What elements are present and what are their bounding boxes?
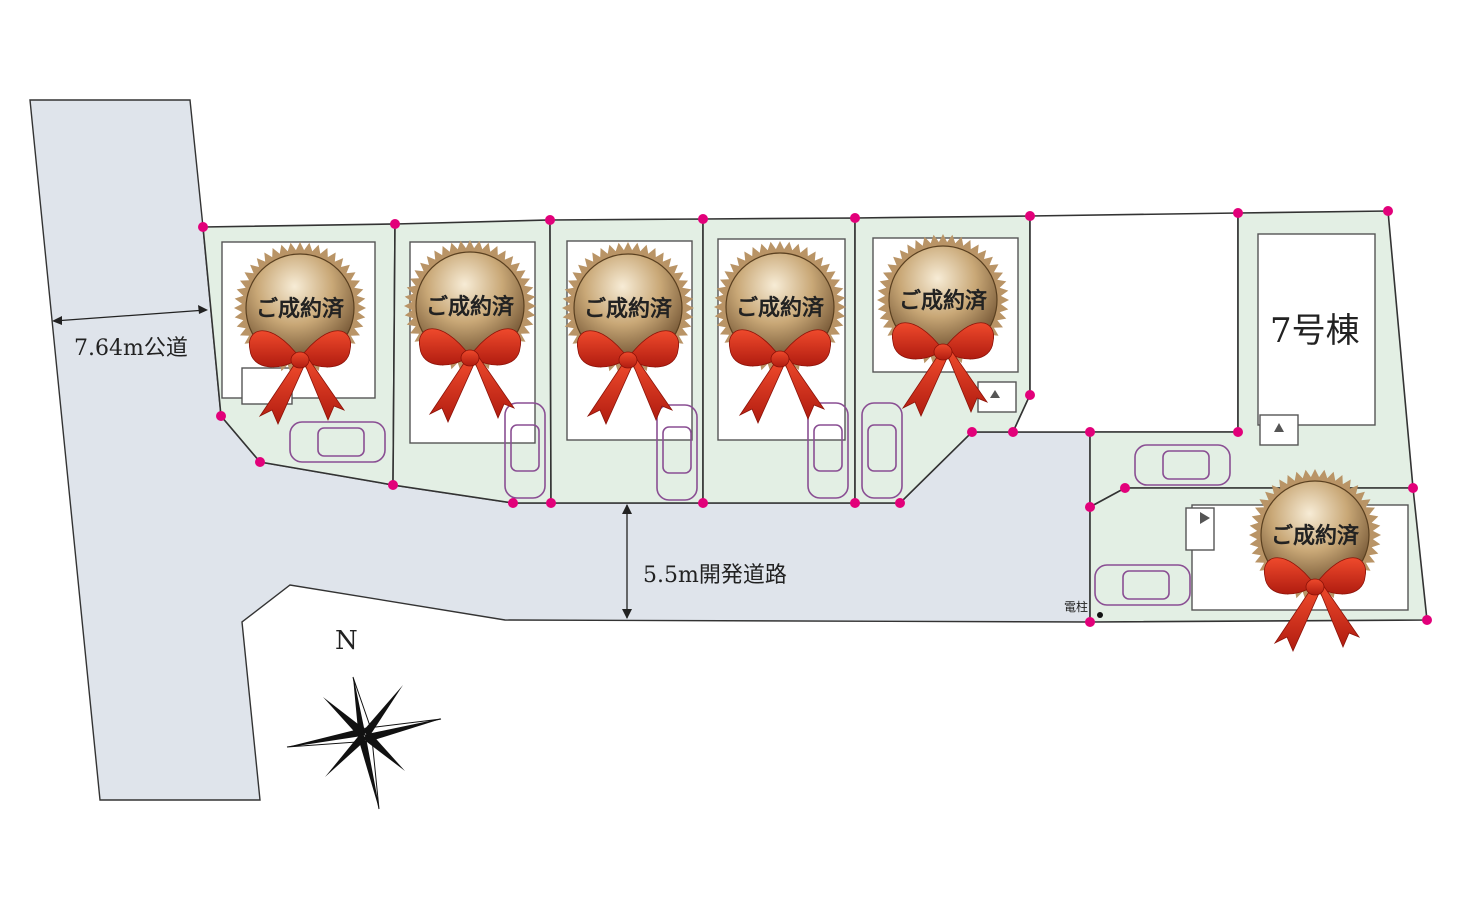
lot-6-blank — [1011, 212, 1239, 433]
boundary-marker — [1422, 615, 1432, 625]
sold-badges: ご成約済ご成約済ご成約済ご成約済ご成約済ご成約済 — [234, 234, 1381, 652]
car-icon — [289, 421, 386, 463]
entrance-arrow-icon — [1274, 423, 1284, 432]
boundary-marker — [198, 222, 208, 232]
sold-badge: ご成約済 — [877, 234, 1009, 417]
entrance-arrow-icon — [990, 390, 1000, 398]
boundary-marker — [508, 498, 518, 508]
boundary-marker — [546, 498, 556, 508]
sold-label: ご成約済 — [1271, 523, 1360, 549]
boundary-marker — [1120, 483, 1130, 493]
boundary-marker — [1085, 617, 1095, 627]
boundary-marker — [1025, 390, 1035, 400]
boundary-marker — [255, 457, 265, 467]
boundary-marker — [698, 214, 708, 224]
boundary-marker — [1025, 211, 1035, 221]
utility-pole-label: 電柱 — [1064, 599, 1088, 614]
boundary-marker — [1233, 427, 1243, 437]
boundary-marker — [895, 498, 905, 508]
sold-badge: ご成約済 — [714, 241, 846, 424]
boundary-marker — [1233, 208, 1243, 218]
boundary-marker — [967, 427, 977, 437]
boundary-marker — [1085, 427, 1095, 437]
car-icon — [1094, 564, 1191, 606]
boundary-marker — [850, 213, 860, 223]
boundary-marker — [390, 219, 400, 229]
dev-road-label: 5.5m開発道路 — [643, 563, 787, 588]
boundary-marker — [388, 480, 398, 490]
boundary-marker — [1408, 483, 1418, 493]
utility-pole-icon — [1097, 612, 1103, 618]
dev-road-dimension: 5.5m開発道路 — [622, 504, 787, 619]
sold-label: ご成約済 — [584, 296, 673, 322]
car-icon — [1134, 444, 1231, 486]
car-icon — [861, 402, 903, 499]
boundary-marker — [850, 498, 860, 508]
car-icon — [504, 402, 546, 499]
public-road-dimension: 7.64m公道 — [52, 305, 208, 361]
sold-label: ご成約済 — [256, 296, 345, 322]
boundary-marker — [1085, 502, 1095, 512]
ribbon-bow-icon — [1263, 557, 1367, 652]
ribbon-bow-icon — [418, 328, 522, 423]
sold-label: ご成約済 — [899, 288, 988, 314]
sold-badge: ご成約済 — [1249, 469, 1381, 652]
ribbon-bow-icon — [728, 329, 832, 424]
entrance-arrow-icon — [1200, 512, 1210, 524]
sold-badge: ご成約済 — [404, 240, 536, 423]
boundary-markers — [198, 206, 1432, 627]
ribbon-bow-icon — [891, 322, 995, 417]
building-7 — [1257, 233, 1376, 426]
boundary-marker — [1008, 427, 1018, 437]
car-icon — [656, 404, 698, 501]
compass-rose-icon: N — [286, 626, 442, 810]
lot-7-label: 7号棟 — [1270, 311, 1360, 351]
boundary-marker — [216, 411, 226, 421]
sold-label: ご成約済 — [426, 294, 515, 320]
boundary-marker — [1383, 206, 1393, 216]
ribbon-bow-icon — [248, 330, 352, 425]
sold-badge: ご成約済 — [234, 242, 366, 425]
ribbon-bow-icon — [576, 330, 680, 425]
boundary-marker — [545, 215, 555, 225]
boundary-marker — [698, 498, 708, 508]
parking-cars — [289, 402, 1231, 606]
car-icon — [807, 402, 849, 499]
compass-north-label: N — [335, 626, 358, 656]
public-road-label: 7.64m公道 — [74, 336, 188, 361]
sold-badge: ご成約済 — [562, 242, 694, 425]
sold-label: ご成約済 — [736, 295, 825, 321]
